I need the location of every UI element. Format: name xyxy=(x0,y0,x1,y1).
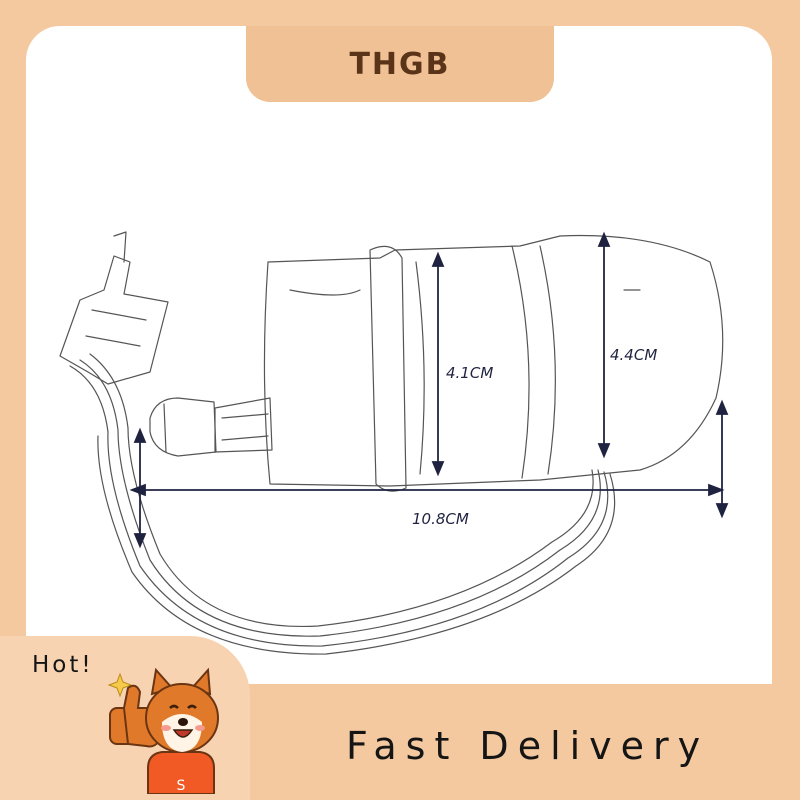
product-image-frame xyxy=(26,26,772,746)
dimension-height-small: 4.1CM xyxy=(446,364,493,382)
brand-tab: THGB xyxy=(246,26,554,102)
pump-nozzle xyxy=(214,397,273,453)
hot-label: Hot! xyxy=(32,652,94,678)
dog-mascot-icon: S xyxy=(107,667,219,794)
wire-harness xyxy=(79,359,601,637)
nozzle-tip xyxy=(149,397,217,457)
brand-name: THGB xyxy=(349,46,451,82)
wire-connector xyxy=(59,255,169,385)
sparkle-icon xyxy=(107,672,133,698)
dimension-length: 10.8CM xyxy=(412,510,469,528)
mascot-shirt-letter: S xyxy=(177,778,186,794)
fast-delivery-text: Fast Delivery xyxy=(346,724,710,768)
dimension-height-large: 4.4CM xyxy=(610,346,657,364)
pump-body xyxy=(263,234,724,487)
dimension-lines xyxy=(129,231,729,549)
